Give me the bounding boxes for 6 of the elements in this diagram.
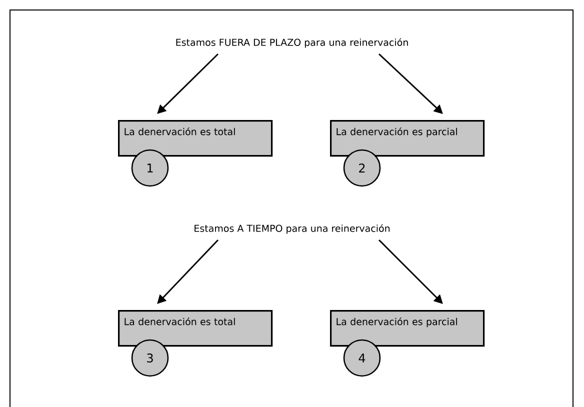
arrow bbox=[157, 53, 219, 114]
arrow bbox=[378, 53, 443, 114]
arrow bbox=[157, 239, 219, 304]
heading-text: Estamos FUERA DE PLAZO para una reinervación bbox=[176, 38, 408, 48]
heading-text: Estamos A TIEMPO para una reinervación bbox=[194, 224, 390, 234]
arrow bbox=[378, 239, 443, 304]
